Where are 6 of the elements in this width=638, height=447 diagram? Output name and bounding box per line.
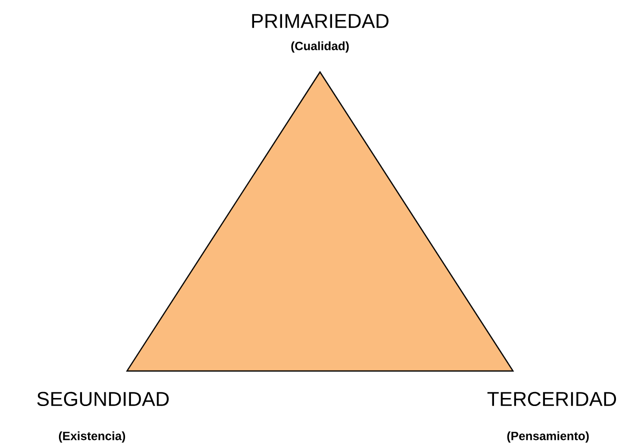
heading-label: PRIMARIEDAD (252, 14, 388, 28)
heading-label: SEGUNDIDAD (37, 392, 169, 406)
subtitle-label: (Cualidad) (291, 41, 349, 53)
subtitle-label: (Existencia) (58, 431, 126, 443)
subtitle-label: (Pensamiento) (507, 431, 589, 443)
heading-label: TERCERIDAD (487, 392, 616, 406)
